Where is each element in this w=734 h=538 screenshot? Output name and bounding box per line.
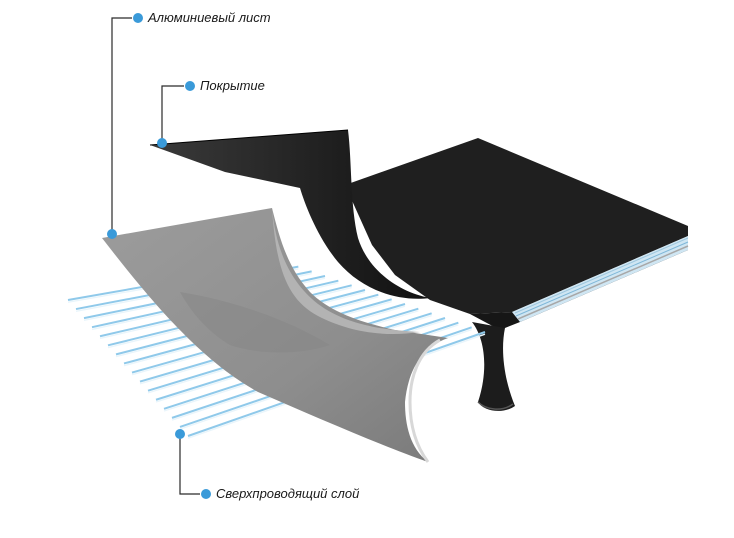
superconducting-layer-label: Сверхпроводящий слой [216,486,360,501]
leader-lines [111,17,200,495]
aluminum-sheet-dot-end [133,13,143,23]
coating-dot-anchor [157,138,167,148]
coating-label: Покрытие [200,78,265,93]
coating-dot-end [185,81,195,91]
callout-dots [107,13,211,499]
coating-sheet [345,138,688,314]
coating-bottom-curl [472,322,515,411]
superconducting-dot-end [201,489,211,499]
aluminum-sheet-curl [272,208,420,335]
superconducting-dot-anchor [175,429,185,439]
aluminum-sheet-label: Алюминиевый лист [148,10,271,25]
aluminum-sheet-dot-anchor [107,229,117,239]
coating-top-curl [150,130,430,299]
